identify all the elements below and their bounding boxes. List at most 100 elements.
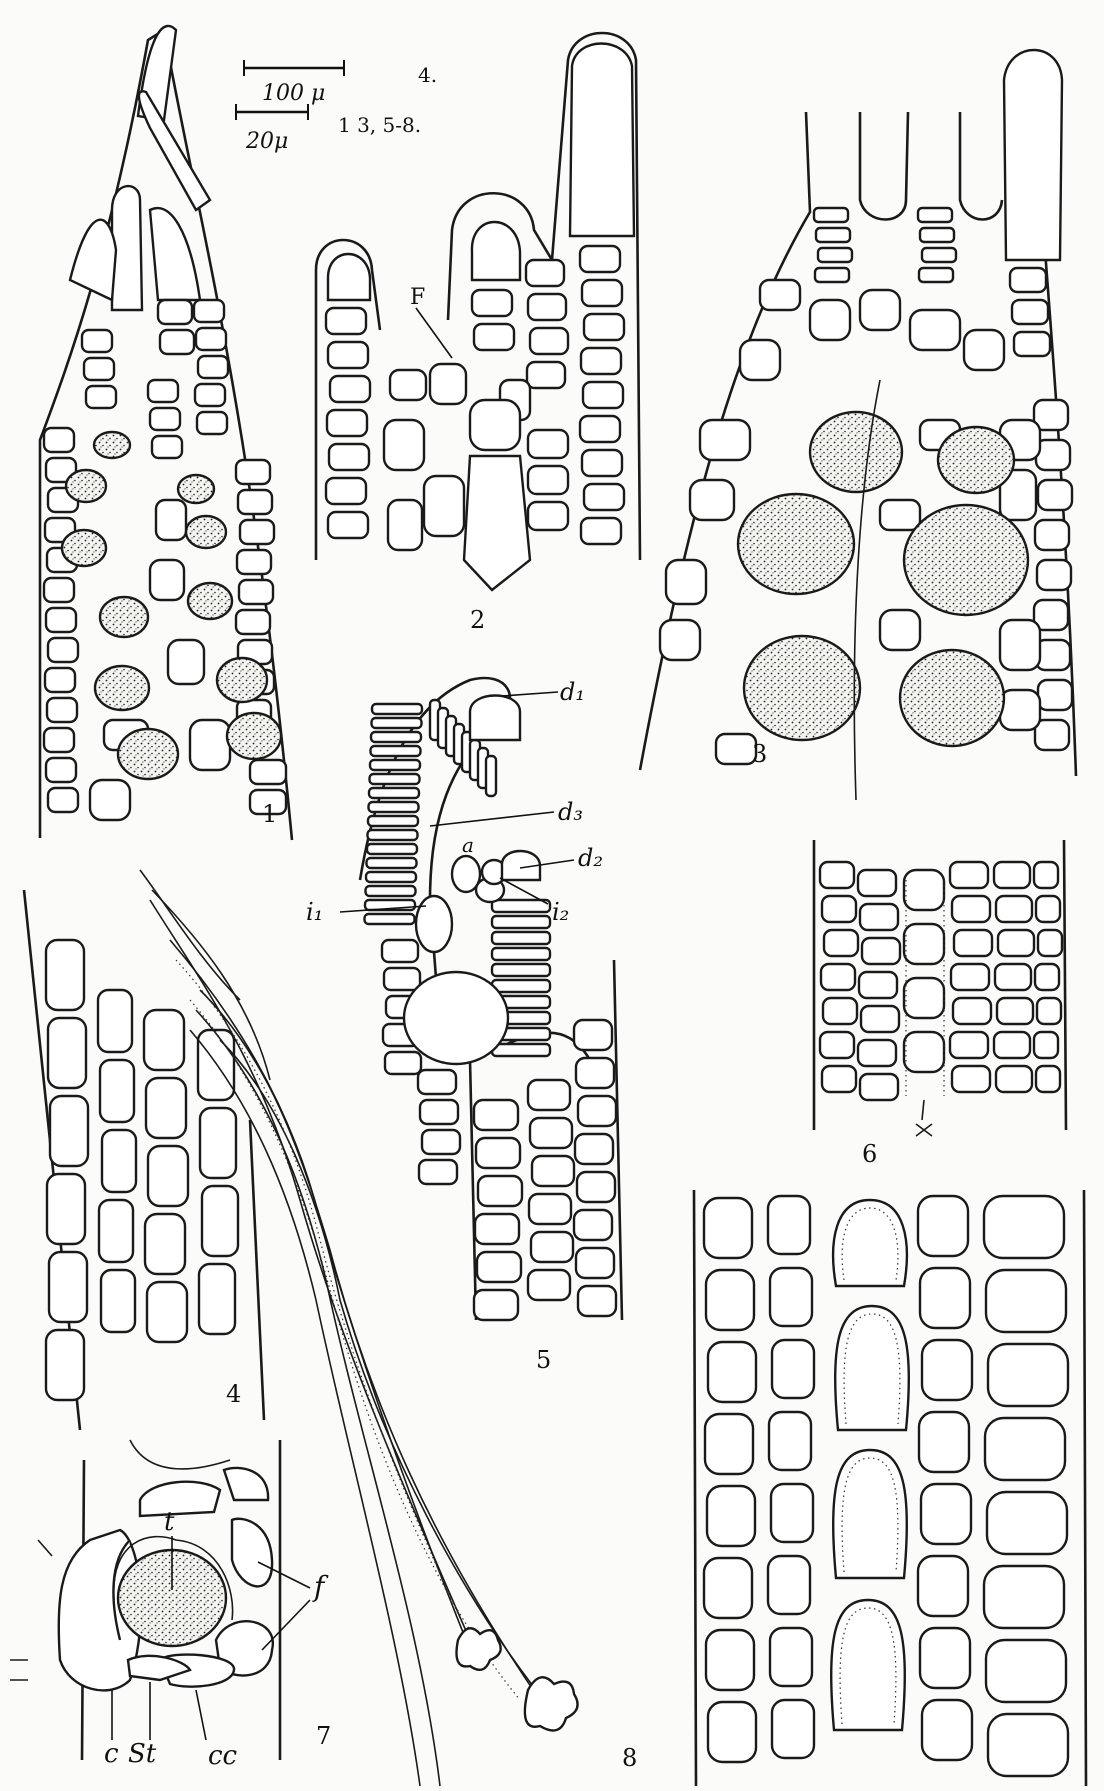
cell — [919, 1412, 969, 1472]
spore — [938, 427, 1014, 493]
cell — [46, 608, 76, 632]
cell — [858, 1040, 896, 1066]
figure-5-annotation-i2: i₂ — [552, 898, 569, 926]
spore — [227, 713, 281, 759]
cell — [147, 1282, 187, 1342]
cell — [984, 1196, 1064, 1258]
cell — [824, 930, 858, 956]
cell — [168, 640, 204, 684]
cell — [768, 1196, 810, 1254]
cell — [150, 560, 184, 600]
cell — [526, 260, 564, 286]
cell — [532, 1156, 574, 1186]
cell — [371, 732, 421, 742]
cell — [477, 1252, 521, 1282]
cell — [584, 484, 624, 510]
cell — [920, 1268, 970, 1328]
cell — [772, 1340, 814, 1398]
cell — [920, 228, 954, 242]
cell — [527, 362, 565, 388]
cell — [198, 1030, 234, 1100]
cell — [814, 208, 848, 222]
cell — [372, 704, 422, 714]
spore — [94, 432, 130, 458]
figure-label-3: 3 — [752, 740, 767, 768]
cell — [46, 758, 76, 782]
cell — [145, 1214, 185, 1274]
cell — [366, 872, 416, 882]
cell — [430, 364, 466, 404]
cell — [986, 1270, 1066, 1332]
spore — [178, 475, 214, 503]
cell — [44, 428, 74, 452]
cell — [861, 1006, 899, 1032]
sporangium — [833, 1450, 907, 1578]
cell — [950, 862, 988, 888]
spore — [904, 505, 1028, 615]
cell — [531, 1232, 573, 1262]
cell — [365, 914, 415, 924]
cell — [582, 280, 622, 306]
cell — [48, 788, 78, 812]
cell — [326, 308, 366, 334]
cell — [82, 330, 112, 352]
cell — [996, 1066, 1032, 1092]
cell — [954, 930, 992, 956]
cell — [528, 430, 568, 458]
cell — [919, 268, 953, 282]
figure-3-drawing — [640, 50, 1076, 800]
cell — [194, 300, 224, 322]
spore — [738, 494, 854, 594]
cell — [148, 1146, 188, 1206]
cell — [328, 512, 368, 538]
cell — [329, 444, 369, 470]
cell — [528, 1080, 570, 1110]
cell — [492, 932, 550, 944]
cell — [237, 550, 271, 574]
cell — [904, 1032, 944, 1072]
cell — [922, 248, 956, 262]
cell — [951, 964, 989, 990]
cell — [236, 460, 270, 484]
cell — [921, 1484, 971, 1544]
cell — [904, 870, 944, 910]
cell — [918, 1196, 968, 1256]
cell — [478, 1176, 522, 1206]
cell — [529, 1194, 571, 1224]
cell — [472, 290, 512, 316]
rhizoid-tip — [457, 1628, 501, 1670]
cell — [822, 896, 856, 922]
cell — [239, 580, 273, 604]
cell — [49, 1252, 87, 1322]
cell — [418, 1070, 456, 1094]
cell — [330, 376, 370, 402]
scale-bar-20 — [236, 104, 308, 120]
cell — [474, 1100, 518, 1130]
cell — [250, 760, 286, 784]
spore — [744, 636, 860, 740]
cell — [578, 1286, 616, 1316]
cell — [48, 638, 78, 662]
figure-5-annotation-d3: d₃ — [558, 798, 583, 826]
spore — [95, 666, 149, 710]
cell — [994, 1032, 1030, 1058]
spore — [900, 650, 1004, 746]
spore — [66, 470, 106, 502]
cell — [760, 280, 800, 310]
cell — [1034, 862, 1058, 888]
spore — [810, 412, 902, 492]
cell — [704, 1198, 752, 1258]
cell — [904, 978, 944, 1018]
cell — [160, 330, 194, 354]
cell — [492, 980, 550, 992]
cell — [581, 348, 621, 374]
spore — [217, 658, 267, 702]
cell — [816, 228, 850, 242]
figure-label-8: 8 — [622, 1744, 637, 1772]
cell — [860, 904, 898, 930]
cell — [84, 358, 114, 380]
cell — [918, 1556, 968, 1616]
cell — [528, 502, 568, 530]
spore — [118, 729, 178, 779]
cell — [922, 1340, 972, 1400]
